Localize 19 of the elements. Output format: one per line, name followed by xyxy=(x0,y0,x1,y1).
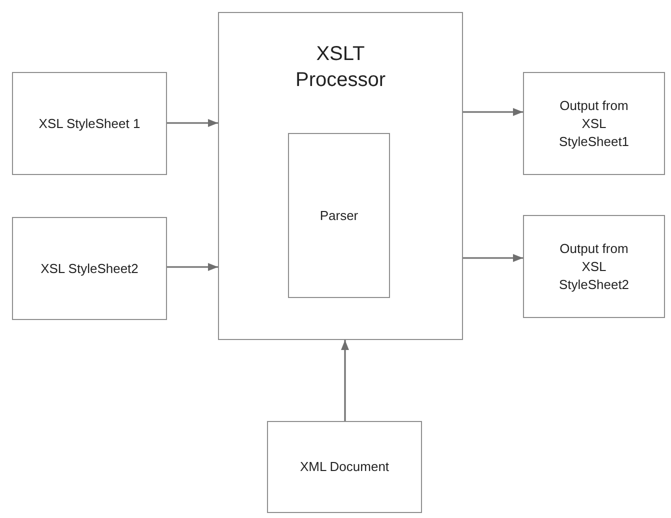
box-label: Parser xyxy=(318,206,360,224)
process-box xyxy=(267,421,422,513)
arrow xyxy=(341,340,349,421)
arrow xyxy=(463,108,523,116)
processor-box xyxy=(218,12,463,340)
process-box xyxy=(523,215,665,318)
box-label: XSL StyleSheet2 xyxy=(40,260,140,278)
box-heading: XSLT Processor xyxy=(294,42,387,93)
process-box xyxy=(288,133,390,298)
arrow xyxy=(167,119,218,127)
process-box xyxy=(12,72,167,175)
box-label: Output from XSL StyleSheet1 xyxy=(558,96,630,151)
process-box xyxy=(12,217,167,320)
box-label: XSL StyleSheet 1 xyxy=(38,114,142,133)
box-label: Output from XSL StyleSheet2 xyxy=(558,240,630,294)
arrow xyxy=(463,254,523,262)
box-label: XML Document xyxy=(298,458,390,476)
process-box xyxy=(523,72,665,175)
arrow xyxy=(167,263,218,271)
